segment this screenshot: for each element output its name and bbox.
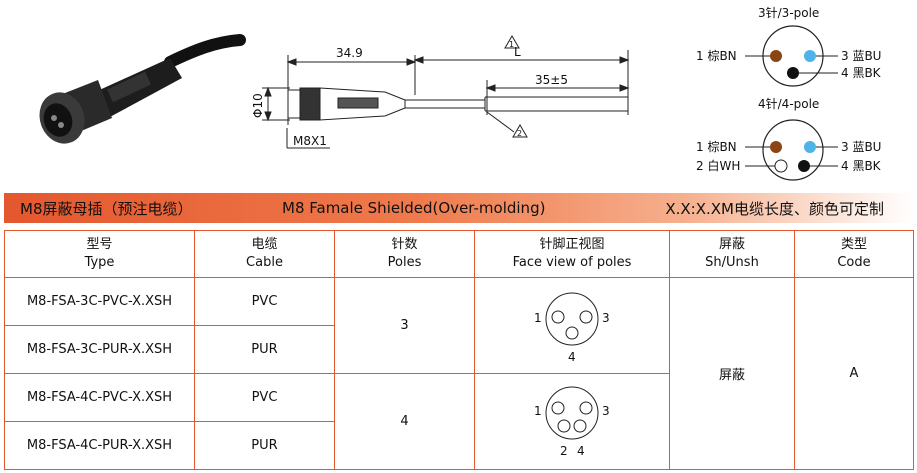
- dim-diameter: Φ10: [251, 93, 265, 118]
- cell-cable: PVC: [194, 373, 335, 422]
- cell-shield: 屏蔽: [669, 277, 795, 470]
- pinout4-pin1: 1 棕BN: [696, 139, 737, 154]
- note-marker-2: 2: [517, 129, 522, 138]
- svg-text:3: 3: [602, 311, 610, 325]
- product-banner: M8屏蔽母插（预注电缆） M8 Famale Shielded(Over-mol…: [4, 193, 914, 223]
- technical-drawing: [262, 35, 630, 149]
- cell-cable: PUR: [194, 325, 335, 374]
- dim-cable-length: L: [514, 45, 521, 59]
- cell-type: M8-FSA-3C-PVC-X.XSH: [4, 277, 195, 326]
- banner-title-en: M8 Famale Shielded(Over-molding): [282, 199, 546, 217]
- table-row: M8-FSA-4C-PVC-X.XSH PVC 4 1 3 2 4: [4, 373, 914, 470]
- svg-text:4: 4: [577, 444, 585, 458]
- pinout3-title: 3针/3-pole: [758, 5, 819, 20]
- pinout4-title: 4针/4-pole: [758, 96, 819, 111]
- cell-code: A: [794, 277, 914, 470]
- pinout3-pin4: 4 黑BK: [841, 66, 882, 80]
- table-row: M8-FSA-3C-PVC-X.XSH PVC 3 1 3 4 屏蔽 A: [4, 277, 914, 470]
- cell-poles-3: 3: [334, 277, 475, 374]
- thread-label: M8X1: [293, 134, 327, 148]
- pinout3-pin1: 1 棕BN: [696, 48, 737, 63]
- face-view-3pole: 1 3 4: [534, 292, 610, 364]
- svg-text:1: 1: [534, 311, 542, 325]
- dim-body-length: 34.9: [336, 46, 363, 60]
- face-view-4pole: 1 3 2 4: [534, 386, 610, 458]
- cell-poles-4: 4: [334, 373, 475, 470]
- pinout4-pin2: 2 白WH: [696, 158, 740, 173]
- cell-type: M8-FSA-4C-PVC-X.XSH: [4, 373, 195, 422]
- cell-face-3pole: 1 3 4: [474, 277, 670, 374]
- cell-type: M8-FSA-3C-PUR-X.XSH: [4, 325, 195, 374]
- banner-title-cn: M8屏蔽母插（预注电缆）: [20, 199, 193, 218]
- pinout4-pin4: 4 黑BK: [841, 159, 882, 173]
- svg-text:4: 4: [568, 350, 576, 364]
- note-marker-1: 1: [509, 40, 514, 49]
- connector-photo: [39, 34, 246, 144]
- pinout-3pole: [745, 25, 838, 87]
- cell-cable: PUR: [194, 421, 335, 470]
- pinout-4pole: [745, 119, 838, 181]
- table-row: M8-FSA-4C-PUR-X.XSH PUR: [4, 421, 914, 470]
- cell-type: M8-FSA-4C-PUR-X.XSH: [4, 421, 195, 470]
- pinout4-pin3: 3 蓝BU: [841, 140, 881, 154]
- banner-length-note: X.X:X.XM电缆长度、颜色可定制: [665, 199, 884, 218]
- pinout3-pin3: 3 蓝BU: [841, 49, 881, 63]
- svg-text:3: 3: [602, 404, 610, 418]
- table-row: M8-FSA-3C-PUR-X.XSH PUR: [4, 325, 914, 374]
- cell-cable: PVC: [194, 277, 335, 326]
- svg-text:2: 2: [560, 444, 568, 458]
- dim-strip-length: 35±5: [535, 73, 568, 87]
- svg-text:1: 1: [534, 404, 542, 418]
- top-illustrations: 34.9 L 35±5 Φ10 M8X1 1 2 3针/3-pole 1 棕BN…: [39, 5, 882, 181]
- cell-face-4pole: 1 3 2 4: [474, 373, 670, 470]
